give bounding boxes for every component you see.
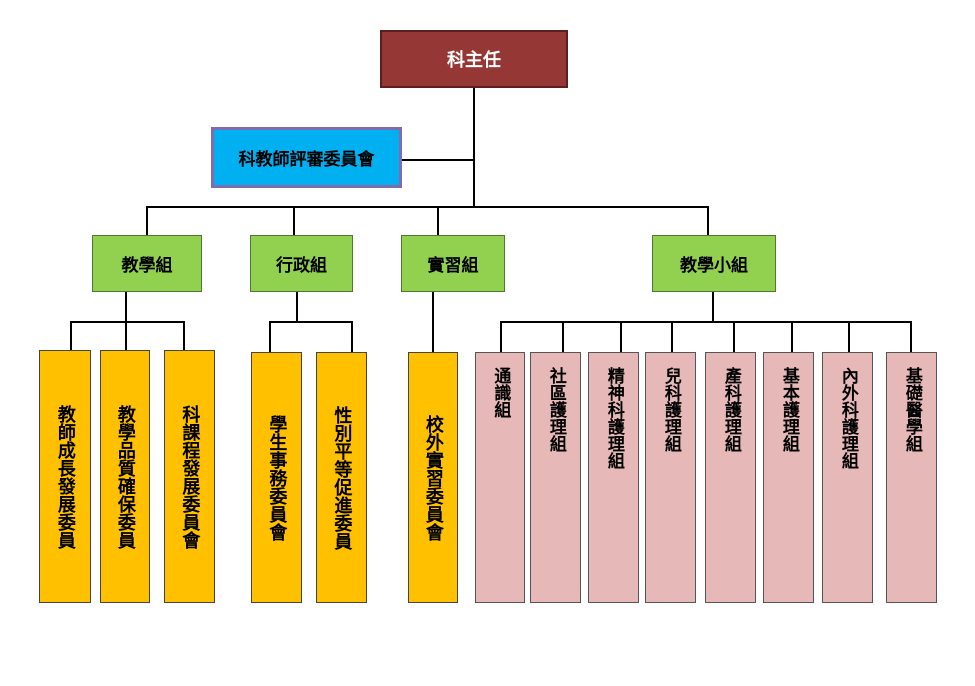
community-nursing-group-box: 社區護理組 xyxy=(530,352,581,603)
practicum-group-box: 實習組 xyxy=(401,235,505,292)
teaching-team-label: 教學小組 xyxy=(680,256,748,276)
gender-equality-committee-box: 性別平等促進委員 xyxy=(316,352,367,603)
connector xyxy=(733,321,735,353)
teaching-quality-committee-box: 教學品質確保委員 xyxy=(100,350,150,603)
department-head-label: 科主任 xyxy=(447,50,501,71)
department-head-box: 科主任 xyxy=(380,30,568,88)
psychiatric-nursing-group-box: 精神科護理組 xyxy=(588,352,639,603)
connector xyxy=(848,321,850,353)
practicum-group-label: 實習組 xyxy=(427,256,479,276)
connector xyxy=(620,321,622,353)
connector xyxy=(437,206,439,236)
basic-medicine-group-label: 基礎醫學組 xyxy=(901,367,922,452)
teaching-group-label: 教學組 xyxy=(121,256,173,276)
connector xyxy=(146,206,148,236)
connector xyxy=(70,321,185,323)
connector xyxy=(432,292,434,352)
connector xyxy=(146,206,709,208)
connector xyxy=(269,321,353,323)
connector xyxy=(125,292,127,322)
connector xyxy=(296,292,298,322)
connector xyxy=(910,321,912,353)
admin-group-label: 行政組 xyxy=(276,256,327,276)
admin-group-box: 行政組 xyxy=(250,235,353,292)
teaching-group-box: 教學組 xyxy=(92,235,202,292)
medical-surgical-nursing-group-label: 內外科護理組 xyxy=(837,367,858,469)
basic-medicine-group-box: 基礎醫學組 xyxy=(886,352,937,603)
connector xyxy=(125,321,127,351)
community-nursing-group-label: 社區護理組 xyxy=(545,367,566,452)
connector xyxy=(473,88,475,208)
external-practicum-committee-box: 校外實習委員會 xyxy=(408,352,458,603)
medical-surgical-nursing-group-box: 內外科護理組 xyxy=(822,352,873,603)
teacher-review-committee-box: 科教師評審委員會 xyxy=(211,127,402,188)
connector xyxy=(712,292,714,322)
curriculum-committee-label: 科課程發展委員會 xyxy=(179,404,201,549)
connector xyxy=(293,206,295,236)
connector xyxy=(671,321,673,353)
student-affairs-committee-box: 學生事務委員會 xyxy=(251,352,302,603)
obstetric-nursing-group-label: 產科護理組 xyxy=(720,367,741,452)
external-practicum-committee-label: 校外實習委員會 xyxy=(422,414,444,541)
basic-nursing-group-label: 基本護理組 xyxy=(778,367,799,452)
teaching-quality-committee-label: 教學品質確保委員 xyxy=(114,404,136,549)
gender-equality-committee-label: 性別平等促進委員 xyxy=(331,405,353,550)
general-education-group-label: 通識組 xyxy=(490,367,511,418)
pediatric-nursing-group-box: 兒科護理組 xyxy=(645,352,696,603)
connector xyxy=(707,206,709,236)
obstetric-nursing-group-box: 產科護理組 xyxy=(705,352,756,603)
basic-nursing-group-box: 基本護理組 xyxy=(763,352,814,603)
connector xyxy=(562,321,564,353)
curriculum-committee-box: 科課程發展委員會 xyxy=(164,350,215,603)
teaching-team-box: 教學小組 xyxy=(652,235,776,292)
student-affairs-committee-label: 學生事務委員會 xyxy=(266,414,288,541)
connector xyxy=(70,321,72,351)
psychiatric-nursing-group-label: 精神科護理組 xyxy=(603,367,624,469)
teacher-growth-committee-label: 教師成長發展委員 xyxy=(54,404,76,549)
connector xyxy=(183,321,185,351)
teacher-growth-committee-box: 教師成長發展委員 xyxy=(39,350,91,603)
connector xyxy=(351,321,353,353)
connector xyxy=(269,321,271,353)
pediatric-nursing-group-label: 兒科護理組 xyxy=(660,367,681,452)
connector xyxy=(791,321,793,353)
general-education-group-box: 通識組 xyxy=(475,352,525,603)
connector xyxy=(500,321,912,323)
connector xyxy=(402,159,474,161)
connector xyxy=(500,321,502,353)
teacher-review-committee-label: 科教師評審委員會 xyxy=(238,150,375,170)
